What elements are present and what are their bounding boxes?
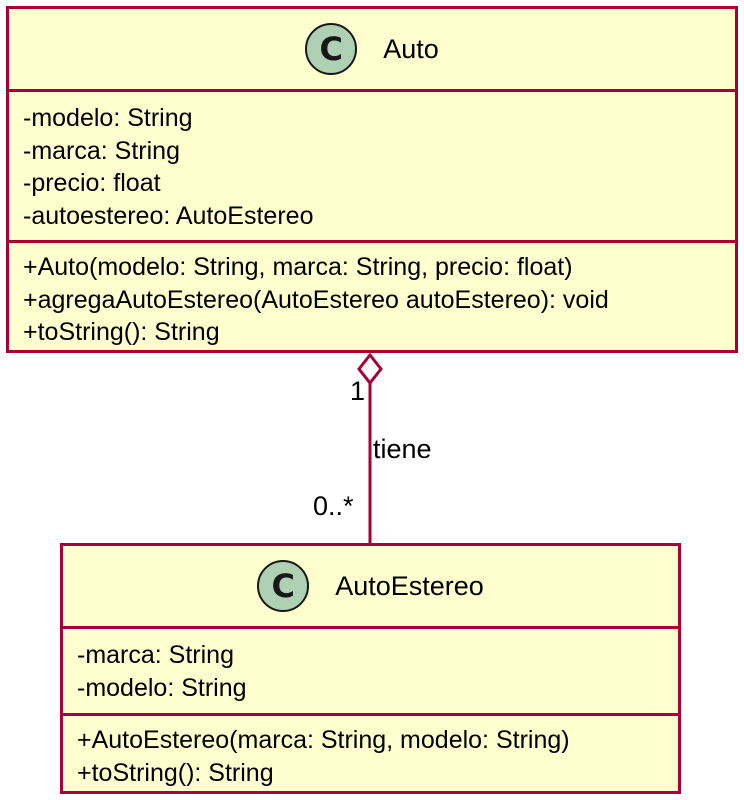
- class-name: Auto: [383, 33, 439, 64]
- class-name: AutoEstereo: [335, 570, 484, 601]
- class-header: C Auto: [9, 9, 735, 89]
- class-header: C AutoEstereo: [63, 546, 678, 626]
- methods-section: +AutoEstereo(marca: String, modelo: Stri…: [63, 716, 678, 789]
- class-stereotype-icon: C: [257, 560, 310, 612]
- methods-section: +Auto(modelo: String, marca: String, pre…: [9, 243, 735, 349]
- attribute: -marca: String: [77, 641, 234, 669]
- method: +agregaAutoEstereo(AutoEstereo autoEster…: [23, 285, 609, 314]
- method: +toString(): String: [77, 758, 274, 787]
- divider: [9, 240, 735, 243]
- attribute: -modelo: String: [77, 673, 247, 702]
- aggregation-diamond-icon: [357, 352, 383, 386]
- method: +AutoEstereo(marca: String, modelo: Stri…: [77, 726, 570, 754]
- divider: [63, 626, 678, 629]
- class-auto[interactable]: C Auto -modelo: String -marca: String -p…: [6, 6, 738, 353]
- source-multiplicity: 1: [350, 376, 366, 406]
- relation-label: tiene: [373, 434, 432, 464]
- attributes-section: -modelo: String -marca: String -precio: …: [9, 92, 735, 240]
- method: +toString(): String: [23, 318, 220, 346]
- class-stereotype-icon: C: [305, 23, 358, 75]
- divider: [63, 713, 678, 716]
- attribute: -autoestereo: AutoEstereo: [23, 201, 314, 230]
- attribute: -marca: String: [23, 136, 180, 165]
- class-autoestereo[interactable]: C AutoEstereo -marca: String -modelo: St…: [60, 543, 681, 794]
- attribute: -modelo: String: [23, 104, 193, 132]
- method: +Auto(modelo: String, marca: String, pre…: [23, 253, 573, 281]
- target-multiplicity: 0..*: [313, 491, 354, 521]
- divider: [9, 89, 735, 92]
- attribute: -precio: float: [23, 169, 161, 197]
- attributes-section: -marca: String -modelo: String: [63, 629, 678, 713]
